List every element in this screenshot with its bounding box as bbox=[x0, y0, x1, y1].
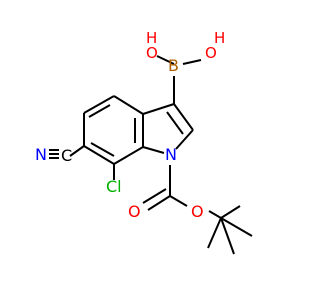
bond-c6-c7-double bbox=[90, 142, 115, 157]
bond-carbonyl-c-ester-o bbox=[169, 195, 188, 207]
hydroxyl-right-o-label: O bbox=[205, 44, 217, 62]
nitrile-nitrogen-label: N bbox=[35, 145, 47, 164]
hydroxyl-left-o-label: O bbox=[146, 44, 158, 62]
bond-tertiary-c-methyl-lower bbox=[220, 217, 253, 237]
bond-b-o-left bbox=[156, 55, 175, 65]
bond-carbonyl-c-o bbox=[147, 195, 171, 211]
bond-c3a-c3 bbox=[142, 103, 175, 115]
bond-c2-n1 bbox=[175, 129, 194, 150]
bond-c4-c5 bbox=[83, 95, 115, 114]
carbonyl-oxygen-label: O bbox=[128, 202, 141, 221]
ester-oxygen-label: O bbox=[191, 202, 204, 221]
bond-c3-c2 bbox=[173, 103, 194, 131]
bond-c4-c5-double bbox=[88, 104, 111, 118]
bond-c7-c7a bbox=[113, 146, 144, 165]
molecule-structure-diagram: O H O H B N N C Cl O O bbox=[35, 29, 253, 255]
bond-c3a-c4 bbox=[113, 95, 144, 115]
nitrile-carbon-label: C bbox=[61, 146, 72, 165]
bond-n1-c7a bbox=[142, 146, 165, 154]
indole-nitrogen-label: N bbox=[165, 145, 177, 164]
boron-atom-label: B bbox=[168, 56, 179, 75]
hydroxyl-right-h-label: H bbox=[214, 29, 225, 47]
bond-tertiary-c-methyl-top bbox=[220, 205, 241, 219]
hydroxyl-left-h-label: H bbox=[146, 29, 157, 47]
bond-b-o-right bbox=[182, 59, 202, 65]
bond-carbonyl-c-o-double bbox=[142, 188, 167, 204]
bond-c6-c7 bbox=[83, 145, 115, 165]
chlorine-atom-label: Cl bbox=[106, 177, 122, 196]
bond-ester-o-tertiary-c bbox=[208, 210, 222, 219]
bond-tertiary-c-methyl-right bbox=[220, 217, 235, 255]
bond-c6-nitrile-c bbox=[69, 145, 85, 157]
bond-c3-c2-double bbox=[166, 111, 184, 135]
bond-tertiary-c-methyl-left bbox=[207, 217, 222, 249]
